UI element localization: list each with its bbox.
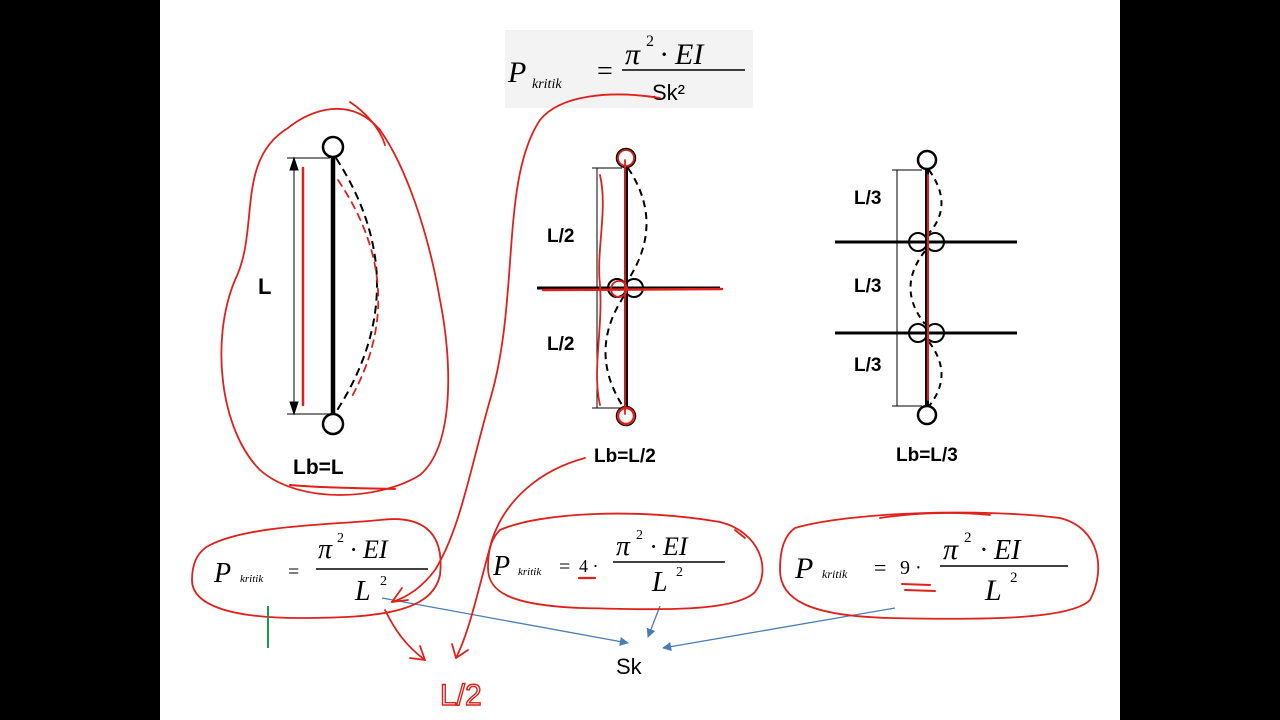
arrow-formula1-to-sk — [381, 597, 629, 647]
column-3-upper-hinge-right — [925, 232, 945, 252]
formula-3: P kritik = 9 · π 2 · EI L 2 — [794, 530, 1068, 607]
column-3-top-pin — [916, 149, 938, 171]
column-2-red-brace-trace — [541, 287, 724, 292]
formula-3-denominator-sup: 2 — [1010, 570, 1018, 586]
formula-3-top-scribble — [879, 512, 991, 519]
formula-2-lhs: P — [492, 551, 510, 582]
column-3-lower-hinge-right — [925, 323, 945, 343]
column-2-upper-segment-label: L/2 — [547, 226, 574, 247]
column-3-bottom-segment-label: L/3 — [854, 355, 881, 376]
formula-1-equals: = — [288, 561, 299, 583]
formula-1-ellipse-annotation — [191, 518, 442, 619]
formula-3-factor-underline-1 — [901, 583, 931, 586]
column-2-top-pin — [615, 147, 637, 169]
column-3-bottom-pin — [916, 404, 938, 426]
formula-1-denominator-sup: 2 — [380, 574, 387, 589]
column-1-arrow-bottom — [289, 401, 299, 416]
column-3-buckled-shape-top — [928, 169, 943, 234]
column-1-arrow-top — [289, 156, 299, 171]
formula-1-numerator-rest: · EI — [350, 535, 389, 564]
column-1 — [287, 135, 378, 436]
red-arrow-denominator — [384, 609, 426, 661]
column-1-caption-underline — [289, 484, 396, 490]
formula-2-lhs-sub: kritik — [518, 566, 542, 578]
formula-2-numerator-sup: 2 — [636, 528, 643, 543]
column-1-top-pin — [321, 135, 345, 159]
top-formula-numerator: π — [625, 38, 641, 71]
top-formula-lhs: P — [507, 56, 526, 89]
formula-3-lhs-sub: kritik — [822, 567, 848, 581]
formula-1: P kritik = π 2 · EI L 2 — [213, 531, 428, 607]
column-1-caption: Lb=L — [293, 456, 344, 479]
formula-2-numerator: π — [616, 531, 631, 562]
formula-2-denominator: L — [651, 567, 668, 598]
formula-3-lhs: P — [794, 552, 813, 585]
column-1-length-label: L — [258, 274, 271, 299]
column-2-red-hinge — [610, 280, 628, 298]
column-1-circle-annotation — [220, 107, 450, 496]
formula-2-numerator-rest: · EI — [650, 532, 689, 561]
top-formula-lhs-sub: kritik — [532, 77, 562, 92]
top-formula-numerator-sup: 2 — [646, 33, 654, 50]
column-2-red-top-pin — [617, 149, 635, 167]
top-formula-numerator-rest: · EI — [660, 38, 705, 71]
top-formula-equals: = — [597, 56, 613, 87]
column-2 — [537, 147, 720, 427]
red-connector-sk2-to-formula1 — [391, 93, 661, 603]
column-1-buckled-shape — [335, 157, 378, 413]
column-3-buckled-shape-bottom — [928, 341, 943, 407]
red-arrow-denominator-head — [409, 645, 426, 661]
arrow-formula3-to-sk — [662, 607, 896, 652]
column-2-buckled-shape-lower — [604, 295, 625, 409]
formula-1-denominator: L — [354, 576, 371, 607]
formula-1-numerator-sup: 2 — [337, 531, 344, 546]
column-2-lower-segment-label: L/2 — [547, 334, 574, 355]
formula-3-equals: = — [874, 555, 886, 580]
column-2-red-side-trace — [596, 174, 604, 406]
arrow-formula2-to-sk — [646, 605, 661, 638]
formula-2-tail-scribble — [734, 529, 746, 539]
formula-2-denominator-sup: 2 — [676, 565, 683, 580]
handwritten-l-half-note: L/2 — [440, 679, 482, 712]
red-annotations — [191, 93, 1100, 661]
formula-1-lhs-sub: kritik — [240, 573, 264, 585]
top-formula-denominator: Sk² — [652, 80, 685, 105]
formula-1-numerator: π — [318, 534, 333, 565]
formula-3-numerator: π — [943, 533, 959, 566]
column-1-bottom-pin — [321, 412, 345, 436]
formula-2: P kritik = 4 · π 2 · EI L 2 — [492, 528, 725, 598]
red-connector-arrowhead — [391, 587, 409, 603]
formula-2-equals: = — [559, 556, 570, 578]
top-formula: P kritik = π 2 · EI Sk² — [505, 30, 753, 108]
formula-3-factor: 9 · — [900, 557, 922, 579]
red-connector-lb-half-head — [451, 643, 469, 659]
formula-2-ellipse-annotation — [487, 512, 764, 611]
formula-3-numerator-sup: 2 — [964, 530, 972, 546]
formula-3-numerator-rest: · EI — [980, 535, 1022, 566]
formula-3-factor-underline-2 — [904, 589, 936, 592]
column-2-red-bottom-pin — [616, 406, 636, 426]
formula-3-denominator: L — [984, 574, 1002, 607]
sk-label: Sk — [616, 654, 643, 679]
column-2-caption: Lb=L/2 — [594, 446, 656, 467]
slide-canvas — [160, 0, 1120, 720]
sk-arrows — [381, 597, 896, 652]
column-2-buckled-shape-upper — [627, 167, 648, 281]
formula-2-factor: 4 · — [579, 556, 599, 576]
column-3-caption: Lb=L/3 — [896, 445, 958, 466]
formula-1-lhs: P — [213, 558, 231, 589]
column-1-top-scribble — [349, 101, 386, 146]
column-1-red-buckle-trace — [337, 179, 380, 401]
column-3-top-segment-label: L/3 — [854, 188, 881, 209]
column-3-buckled-shape-middle — [909, 250, 926, 325]
column-3-middle-segment-label: L/3 — [854, 276, 881, 297]
